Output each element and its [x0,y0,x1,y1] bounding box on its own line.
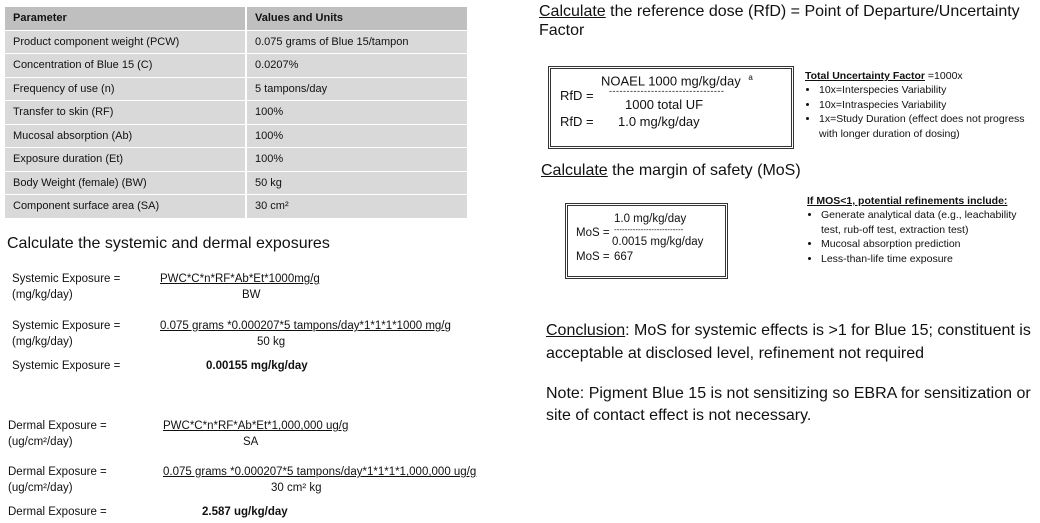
table-cell: 0.075 grams of Blue 15/tampon [247,31,467,54]
systemic-label-2: Systemic Exposure = [12,320,121,332]
table-cell: Body Weight (female) (BW) [5,171,247,195]
conclusion: Conclusion: MoS for systemic effects is … [546,319,1034,365]
exposures-heading: Calculate the systemic and dermal exposu… [7,235,330,252]
uncertainty-factor-panel: Total Uncertainty Factor =1000x 10x=Inte… [805,69,1033,141]
column-header: Parameter [5,7,247,31]
dermal-calc-denominator: 30 cm² kg [271,482,322,494]
table-cell: 100% [247,125,467,148]
systemic-formula-label: Systemic Exposure = (mg/kg/day) [12,271,120,303]
mos-fraction-bar: -------------------------- [614,225,684,234]
mos-numerator: 1.0 mg/kg/day [614,213,687,225]
mos-denominator: 0.0015 mg/kg/day [612,236,704,248]
table-cell: Exposure duration (Et) [5,148,247,172]
table-cell: 5 tampons/day [247,78,467,101]
list-item: Less-than-life time exposure [821,252,1035,267]
systemic-calc-label: Systemic Exposure = (mg/kg/day) [12,318,120,350]
dermal-label-2: Dermal Exposure = [8,466,107,478]
rfd-superscript: a [748,73,753,82]
table-row: Frequency of use (n)5 tampons/day [5,77,467,101]
table-cell: 100% [247,101,467,125]
dermal-formula-denominator: SA [243,436,259,448]
rfd-heading-rest: the reference dose (RfD) = Point of Depa… [605,3,1020,20]
dermal-calc: 0.075 grams *0.000207*5 tampons/day*1*1*… [163,464,476,496]
uf-list: 10x=Interspecies Variability 10x=Intrasp… [805,83,1033,141]
mos-line1-label: MoS = [576,227,610,239]
parameter-table: Parameter Values and Units Product compo… [5,7,467,219]
table-cell: 50 kg [247,172,467,195]
refine-list: Generate analytical data (e.g., leachabi… [807,208,1035,266]
rfd-fraction-bar: --------------------------------- [609,86,725,96]
note: Note: Pigment Blue 15 is not sensitizing… [546,385,1031,424]
conclusion-label: Conclusion [546,322,626,339]
dermal-calc-label: Dermal Exposure = (ug/cm²/day) [8,464,107,496]
mos-line3-label: MoS = [576,251,610,263]
rfd-line3-label: RfD = [560,114,594,129]
table-row: Exposure duration (Et)100% [5,148,467,172]
dermal-label-1: Dermal Exposure = [8,420,107,432]
systemic-calc-denominator: 50 kg [257,336,286,348]
systemic-calc-numerator: 0.075 grams *0.000207*5 tampons/day*1*1*… [160,320,451,332]
refine-title: If MOS<1, potential refinements include: [807,195,1008,207]
table-cell: 0.0207% [247,54,467,78]
refinements-panel: If MOS<1, potential refinements include:… [807,194,1035,266]
table-row: Mucosal absorption (Ab)100% [5,124,467,148]
rfd-line3-value: 1.0 mg/kg/day [618,114,700,129]
list-item: 10x=Intraspecies Variability [819,98,1033,113]
systemic-unit-2: (mg/kg/day) [12,336,73,348]
table-cell: 100% [247,148,467,172]
dermal-calc-numerator: 0.075 grams *0.000207*5 tampons/day*1*1*… [163,466,477,478]
mos-heading-calculate: Calculate [541,162,608,179]
table-cell: 30 cm² [247,195,467,219]
table-cell: Component surface area (SA) [5,195,247,219]
rfd-line1-label: RfD = [560,88,594,103]
systemic-label-1: Systemic Exposure = [12,273,121,285]
table-cell: Transfer to skin (RF) [5,101,247,125]
systemic-unit-1: (mg/kg/day) [12,289,73,301]
dermal-formula-numerator: PWC*C*n*RF*Ab*Et*1,000,000 ug/g [163,420,349,432]
systemic-formula-denominator: BW [242,289,261,301]
systemic-formula-numerator: PWC*C*n*RF*Ab*Et*1000mg/g [160,273,320,285]
rfd-denominator: 1000 total UF [625,97,704,112]
rfd-box: NOAEL 1000 mg/kg/day a RfD = -----------… [548,66,794,149]
mos-box: 1.0 mg/kg/day MoS = --------------------… [565,203,728,279]
table-row: Body Weight (female) (BW)50 kg [5,171,467,195]
column-header: Values and Units [247,7,467,31]
table-cell: Product component weight (PCW) [5,30,247,54]
list-item: Mucosal absorption prediction [821,237,1035,252]
dermal-result: 2.587 ug/kg/day [202,506,288,518]
table-row: Component surface area (SA)30 cm² [5,195,467,219]
systemic-calc: 0.075 grams *0.000207*5 tampons/day*1*1*… [160,318,451,350]
dermal-formula-label: Dermal Exposure = (ug/cm²/day) [8,418,107,450]
conclusion-text: : MoS for systemic effects is >1 for Blu… [546,322,1031,362]
table-cell: Mucosal absorption (Ab) [5,124,247,148]
rfd-heading-line2: Factor [539,22,585,39]
rfd-heading: Calculate the reference dose (RfD) = Poi… [539,2,1039,40]
table-cell: Frequency of use (n) [5,77,247,101]
uf-title: Total Uncertainty Factor [805,70,925,82]
systemic-result: 0.00155 mg/kg/day [206,360,308,372]
mos-line3-value: 667 [614,251,634,263]
list-item: 1x=Study Duration (effect does not progr… [819,112,1033,141]
dermal-formula: PWC*C*n*RF*Ab*Et*1,000,000 ug/g SA [163,418,348,450]
systemic-formula: PWC*C*n*RF*Ab*Et*1000mg/g BW [160,271,340,303]
dermal-label-3: Dermal Exposure = [8,506,107,518]
dermal-unit-2: (ug/cm²/day) [8,482,73,494]
dermal-unit-1: (ug/cm²/day) [8,436,73,448]
table-cell: Concentration of Blue 15 (C) [5,54,247,78]
mos-heading-rest: the margin of safety (MoS) [607,162,801,179]
list-item: 10x=Interspecies Variability [819,83,1033,98]
systemic-label-3: Systemic Exposure = [12,360,121,372]
rfd-numerator: NOAEL 1000 mg/kg/day [601,73,741,89]
rfd-heading-calculate: Calculate [539,3,606,20]
table-row: Product component weight (PCW)0.075 gram… [5,30,467,54]
table-row: Transfer to skin (RF)100% [5,101,467,125]
list-item: Generate analytical data (e.g., leachabi… [821,208,1035,237]
table-row: Concentration of Blue 15 (C)0.0207% [5,54,467,78]
table-header-row: Parameter Values and Units [5,7,467,31]
mos-heading: Calculate the margin of safety (MoS) [541,162,801,180]
uf-value: =1000x [925,70,963,82]
